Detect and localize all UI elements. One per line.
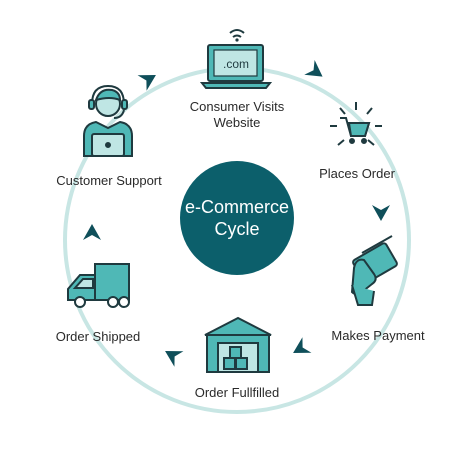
step-label-line2: Website [213, 115, 261, 130]
shopping-cart-icon [330, 102, 382, 146]
center-circle [180, 161, 294, 275]
step-label-order-fulfilled: Order Fullfilled [174, 385, 300, 401]
support-agent-icon [83, 84, 133, 157]
step-label-line1: Places Order [319, 166, 395, 181]
laptop-screen-text: .com [223, 57, 249, 71]
arrow-icon [293, 337, 312, 353]
step-label-consumer-visits: Consumer Visits Website [172, 99, 302, 131]
step-label-line1: Consumer Visits [189, 99, 285, 114]
step-label-line1: Order Shipped [55, 329, 141, 344]
step-label-line1: Customer Support [56, 173, 162, 188]
laptop-website-icon: .com [199, 29, 273, 89]
delivery-truck-icon [67, 263, 130, 308]
step-label-line1: Order Fullfilled [194, 385, 280, 400]
step-label-makes-payment: Makes Payment [318, 328, 438, 344]
step-label-line1: Makes Payment [331, 328, 425, 343]
warehouse-boxes-icon [204, 316, 272, 373]
arrow-icon [165, 351, 184, 367]
center-title: e-Commerce Cycle [180, 196, 294, 240]
arrow-icon [304, 60, 323, 77]
arrow-icon [83, 224, 101, 240]
center-title-line1: e-Commerce [184, 197, 290, 217]
credit-card-hand-icon [350, 235, 398, 306]
arrow-icon [137, 75, 156, 91]
step-label-places-order: Places Order [302, 166, 412, 182]
arrow-icon [372, 205, 390, 221]
step-label-customer-support: Customer Support [44, 173, 174, 189]
cycle-arrows [83, 60, 390, 367]
step-label-order-shipped: Order Shipped [40, 329, 156, 345]
center-title-line2: Cycle [214, 219, 260, 239]
